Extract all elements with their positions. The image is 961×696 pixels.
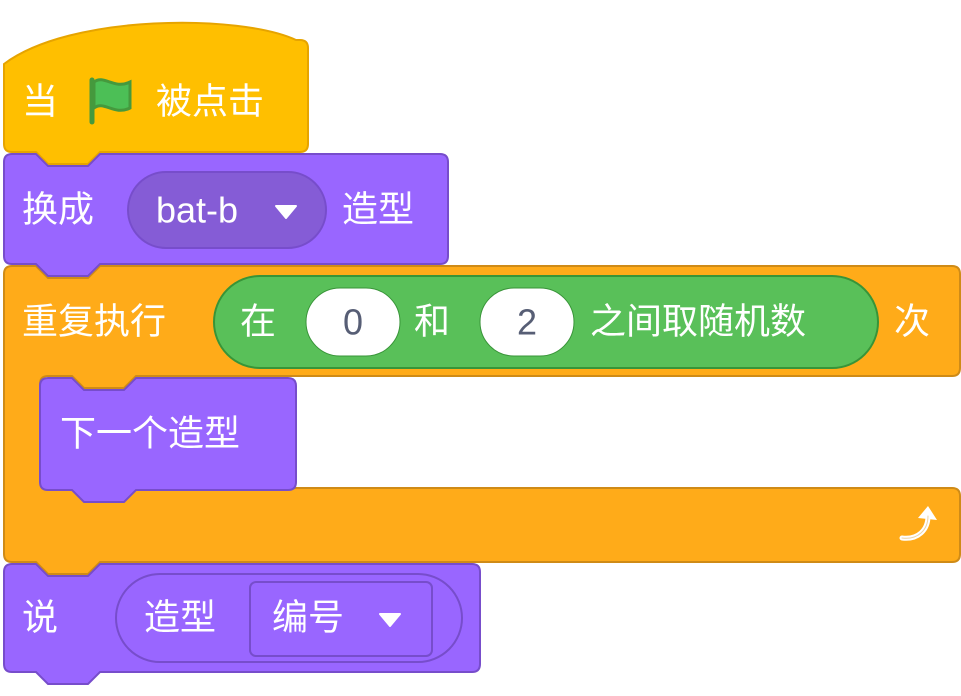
next-costume-label: 下一个造型	[60, 414, 240, 455]
repeat-prefix-label: 重复执行	[22, 302, 166, 343]
next-costume-shape	[39, 377, 297, 503]
costume-reporter-label: 造型	[144, 598, 216, 639]
switch-costume-block[interactable]: 换成 bat-b 造型	[3, 153, 449, 277]
repeat-suffix-label: 次	[894, 302, 930, 343]
pick-random-reporter[interactable]: 在 0 和 2 之间取随机数	[213, 275, 879, 369]
costume-number-reporter[interactable]: 造型 编号	[115, 573, 463, 663]
pick-random-prefix-label: 在	[240, 302, 276, 343]
chevron-down-icon	[275, 205, 297, 219]
when-flag-clicked-block[interactable]: 当 被点击	[3, 21, 309, 165]
pick-random-suffix-label: 之间取随机数	[590, 302, 806, 343]
costume-property-dropdown[interactable]: 编号	[249, 581, 433, 657]
hat-block-shape	[3, 21, 309, 165]
switch-costume-suffix-label: 造型	[342, 190, 414, 231]
repeat-block[interactable]: 重复执行 在 0 和 2 之间取随机数 次	[3, 265, 961, 575]
pick-random-middle-label: 和	[414, 302, 450, 343]
random-from-input[interactable]: 0	[305, 287, 401, 357]
costume-dropdown-value: bat-b	[156, 190, 238, 231]
switch-costume-prefix-label: 换成	[22, 190, 94, 231]
next-costume-block[interactable]: 下一个造型	[39, 377, 297, 503]
hat-suffix-label: 被点击	[156, 82, 264, 123]
costume-property-value: 编号	[272, 598, 344, 639]
random-to-input[interactable]: 2	[479, 287, 575, 357]
hat-prefix-label: 当	[22, 82, 58, 123]
costume-dropdown[interactable]: bat-b	[127, 171, 327, 249]
random-to-value: 2	[517, 302, 537, 343]
say-prefix-label: 说	[22, 598, 58, 639]
green-flag-icon	[89, 77, 132, 125]
loop-arrow-icon	[899, 506, 937, 541]
say-block[interactable]: 说 造型 编号	[3, 563, 481, 685]
random-from-value: 0	[343, 302, 363, 343]
chevron-down-icon	[379, 613, 401, 627]
